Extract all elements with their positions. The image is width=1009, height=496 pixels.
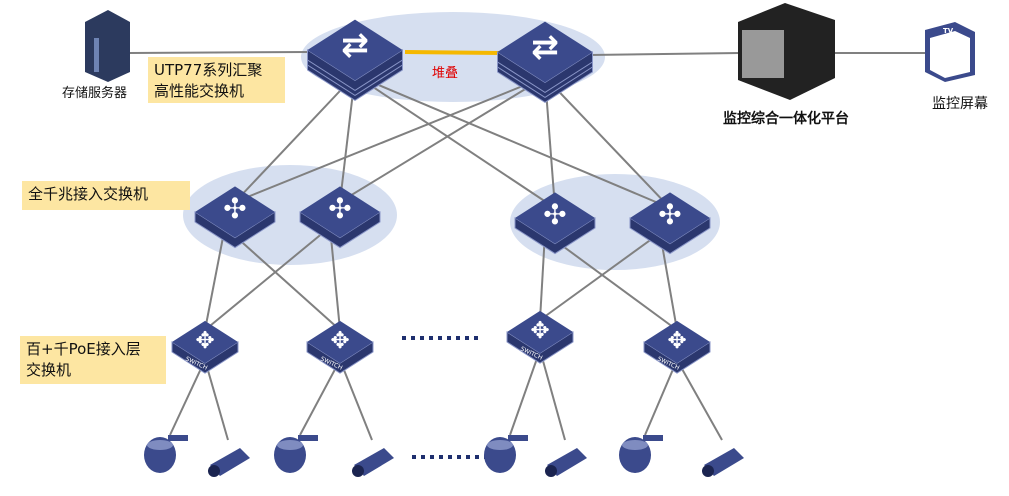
camera-body [547,448,587,476]
arrows-icon: ⇄ [341,25,369,64]
bullet-camera-icon [208,448,250,477]
star-icon: ✣ [658,198,681,231]
access-poe-link [329,226,341,331]
poe-switch: ✥SWITCH [306,320,374,374]
core-switch-label: UTP77系列汇聚 高性能交换机 [148,57,285,103]
access-switch: ✣ [299,186,381,249]
poe-switch: ✥SWITCH [643,320,711,374]
poe-switch-top [644,320,710,364]
access-poe-link [204,226,331,331]
bullet-camera-icon [352,448,394,477]
camera-lens [702,465,714,477]
cross-icon: ✥ [330,328,349,354]
camera-body [354,448,394,476]
camera-link [539,349,566,441]
uplink-line [544,76,671,209]
camera-lens [208,465,220,477]
access-switch-label: 全千兆接入交换机 [22,181,190,210]
camera-link [204,359,229,441]
star-icon: ✣ [328,192,351,225]
access-poe-link [204,226,226,331]
storage-server-icon [85,10,130,82]
access-switch-top [630,192,710,244]
camera-mount [168,435,188,441]
uplink-line [234,76,546,203]
cross-icon: ✥ [195,328,214,354]
camera-lens [352,465,364,477]
uplink-line [354,74,671,209]
camera-lens [545,465,557,477]
poe-switch-label-line2: 交换机 [26,361,72,379]
access-switch: ✣ [514,192,596,255]
screen-label: 监控屏幕 [932,96,988,112]
core-switch-top [497,21,593,83]
access-switch-top [300,186,380,238]
stack-label: 堆叠 [432,66,459,81]
platform-server-rack [742,30,784,78]
dome-camera-icon [274,435,318,473]
core-switch: ⇄ [307,19,403,101]
camera-mount [298,435,318,441]
storage-link [129,51,311,54]
poe-switch-top [307,320,373,364]
camera-body [704,448,744,476]
tv-tag: TV [943,27,954,35]
poe-switch-label-line1: 百+千PoE接入层 [26,340,141,358]
dome-camera-icon [484,435,528,473]
arrows-icon: ⇄ [531,27,559,66]
access-switch-top [195,186,275,238]
poe-switch-top [507,310,573,354]
camera-ring [147,440,173,450]
dome-camera-icon [619,435,663,473]
poe-switch: ✥SWITCH [171,320,239,374]
access-poe-link [544,232,678,331]
core-switch-top [307,19,403,81]
storage-label: 存储服务器 [62,86,128,101]
poe-switch: ✥SWITCH [506,310,574,364]
camera-ring [487,440,513,450]
camera-link [169,359,206,436]
monitor-screen-icon: TV [925,22,975,82]
platform-label: 监控综合一体化平台 [723,111,849,127]
access-switch: ✣ [629,192,711,255]
uplink-line [354,74,556,209]
access-poe-link [224,226,341,331]
camera-ring [277,440,303,450]
access-poe-link [539,232,661,321]
stack-link [404,50,501,55]
camera-link [339,359,373,441]
core-switch: ⇄ [497,21,593,103]
access-poe-link [539,232,546,321]
uplink-line [339,76,546,203]
camera-link [299,359,341,436]
uplink-line [234,74,356,203]
bullet-camera-icon [545,448,587,477]
storage-server-slot [94,38,99,72]
camera-body [210,448,250,476]
core-switch-label-line1: UTP77系列汇聚 [154,61,263,79]
access-switch: ✣ [194,186,276,249]
camera-mount [643,435,663,441]
camera-link [644,359,678,436]
bullet-camera-icon [702,448,744,477]
dome-camera-icon [144,435,188,473]
platform-link [589,52,741,56]
tv-screen [930,31,970,78]
core-switch-label-line2: 高性能交换机 [154,82,245,100]
star-icon: ✣ [223,192,246,225]
camera-link [676,359,723,441]
camera-link [509,349,541,436]
cross-icon: ✥ [530,318,549,344]
camera-mount [508,435,528,441]
camera-ring [622,440,648,450]
star-icon: ✣ [543,198,566,231]
access-switch-top [515,192,595,244]
poe-switch-top [172,320,238,364]
cross-icon: ✥ [667,328,686,354]
poe-switch-label: 百+千PoE接入层 交换机 [20,336,166,384]
